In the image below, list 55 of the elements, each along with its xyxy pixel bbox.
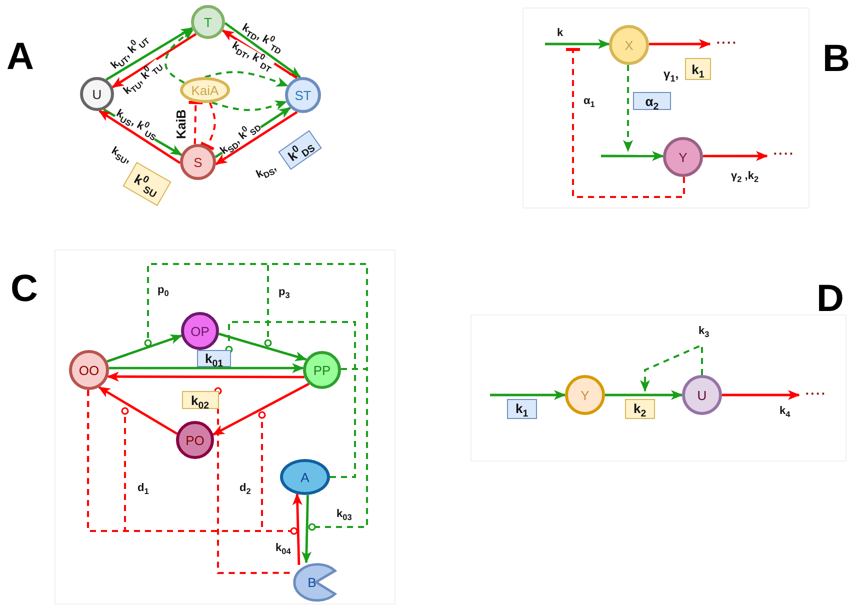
reaction-arrow xyxy=(106,26,193,81)
edge-label: k$_{03}$ xyxy=(336,508,352,520)
rate-label: k$_{2}$ xyxy=(624,399,656,420)
reaction-arrow xyxy=(218,332,308,362)
reaction-arrow xyxy=(106,372,304,382)
continuation-dots: ···· xyxy=(713,35,741,49)
regulation-arrow xyxy=(211,100,288,112)
rate-label: k$_{01}$ xyxy=(197,350,231,366)
reaction-arrow xyxy=(212,382,310,436)
reaction-arrow xyxy=(215,110,298,166)
regulation-arrow xyxy=(204,71,288,87)
edge-label: γ$_{2}$ ,k$_{2}$ xyxy=(731,170,759,182)
edge-label: KaiB xyxy=(174,109,189,139)
reaction-arrow xyxy=(722,390,800,400)
edge-label: k$_{4}$ xyxy=(780,405,790,418)
edge-label: p$_{3}$ xyxy=(278,286,290,298)
reaction-arrow xyxy=(112,33,197,88)
regulation-arrow xyxy=(623,64,633,152)
rate-text: γ$_{1}$, xyxy=(664,68,679,81)
rate-label: k$_{02}$ xyxy=(182,391,218,409)
reaction-arrow xyxy=(648,39,711,50)
state-circle: S xyxy=(180,144,216,180)
reaction-arrow xyxy=(292,493,302,565)
reaction-arrow xyxy=(106,334,182,363)
panel-letter: D xyxy=(816,279,844,321)
edge-label: p$_{0}$ xyxy=(158,284,169,296)
regulation-arrow xyxy=(640,343,703,392)
panel-letter: A xyxy=(6,37,34,79)
edge-label: d$_{2}$ xyxy=(240,482,251,494)
reaction-arrow xyxy=(601,151,664,162)
panel-letter: B xyxy=(822,39,850,81)
panel-letter: C xyxy=(10,269,38,311)
reaction-arrow xyxy=(545,39,610,50)
reaction-arrow xyxy=(224,22,301,78)
continuation-dots: ···· xyxy=(770,146,798,160)
reaction-arrow xyxy=(108,363,304,374)
rate-label: k$_{1}$ xyxy=(506,399,538,420)
state-circle: U xyxy=(80,77,114,111)
rate-label: α$_{2}$ xyxy=(633,92,671,110)
edge-label: k$_{3}$ xyxy=(698,325,710,338)
reaction-arrow xyxy=(98,110,181,164)
reaction-arrow xyxy=(490,390,566,400)
state-circle: T xyxy=(191,5,225,39)
edge-label: k$_{04}$ xyxy=(276,542,291,554)
regulation-arrow xyxy=(164,29,194,84)
reaction-arrow xyxy=(702,151,768,162)
rate-label: k$_{1}$ xyxy=(685,58,711,80)
edge-label: α$_{1}$ xyxy=(584,95,595,108)
reaction-arrow xyxy=(605,390,683,400)
edge-label: d$_{1}$ xyxy=(138,482,149,494)
state-circle: KaiA xyxy=(180,77,230,103)
reaction-arrow xyxy=(302,494,312,564)
state-circle: ST xyxy=(285,77,321,113)
reaction-arrow xyxy=(98,386,178,435)
continuation-dots: ···· xyxy=(802,386,830,400)
